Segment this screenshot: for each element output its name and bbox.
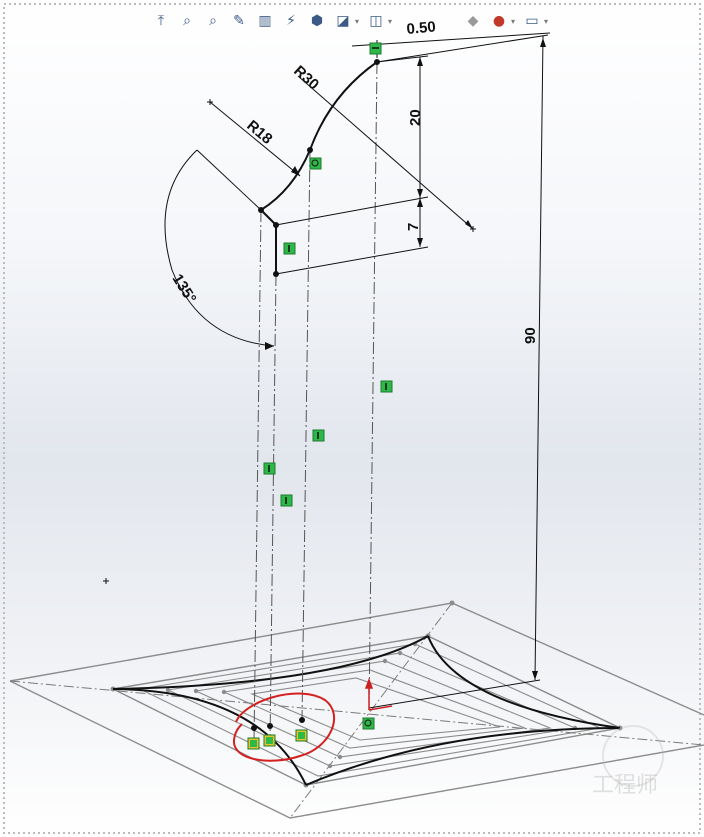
dimension-radius-small[interactable]: R18 <box>243 117 275 148</box>
heads-up-view-toolbar: ⤒ ⌕ ⌕ ✎ ▥ ⚡ ⬢ ◪ ▾ ◫ ▾ ◆ ● ▾ ▭ ▾ <box>150 8 550 34</box>
previous-view-icon[interactable]: ✎ <box>233 13 245 29</box>
plane-centerlines <box>9 602 704 819</box>
watermark-circle <box>602 725 664 787</box>
pierce-relation-icon <box>263 734 276 747</box>
view-settings-dropdown-icon[interactable]: ▾ <box>544 16 549 26</box>
horizontal-relation-icon <box>369 42 382 55</box>
profile-sketch <box>260 61 378 274</box>
pierce-relation-icon <box>247 737 260 750</box>
display-style-icon[interactable]: ◪ <box>336 13 350 29</box>
zoom-to-fit-icon[interactable]: ⌕ <box>183 13 191 29</box>
star-profile-curves <box>112 635 621 786</box>
view-orientation-icon[interactable]: ⤒ <box>157 13 165 29</box>
pierce-relation-icon <box>362 717 375 730</box>
watermark-logo: 工程师 <box>592 725 688 815</box>
plane-vertices <box>110 600 623 788</box>
scene-dropdown-icon[interactable]: ▾ <box>511 16 516 26</box>
vertical-relation-icon <box>263 462 276 475</box>
dimension-height-lower[interactable]: 7 <box>405 223 422 231</box>
dimension-radius-large[interactable]: R30 <box>290 62 322 93</box>
section-view-icon[interactable]: ▥ <box>258 13 272 29</box>
display-style-dropdown-icon[interactable]: ▾ <box>355 16 360 26</box>
origin-icon <box>364 677 393 711</box>
watermark-text: 工程师 <box>592 773 659 798</box>
vertical-construction-lines <box>253 61 378 743</box>
hide-show-dropdown-icon[interactable]: ▾ <box>388 16 393 26</box>
view-orientation-cube-icon[interactable]: ⬢ <box>310 13 324 29</box>
vertical-relation-icon <box>283 242 296 255</box>
dimension-angle[interactable]: 135° <box>169 271 200 306</box>
dimension-height-upper[interactable]: 20 <box>407 109 424 126</box>
tangent-relation-icon <box>309 157 322 170</box>
vertical-relation-icon <box>312 429 325 442</box>
dynamic-annotation-icon[interactable]: ⚡ <box>286 13 296 29</box>
dimension-height-total[interactable]: 90 <box>522 327 539 344</box>
dimension-arrows <box>265 38 546 680</box>
dimension-lines <box>164 32 551 709</box>
view-settings-icon[interactable]: ▭ <box>525 13 539 29</box>
pierce-relation-icon <box>295 729 308 742</box>
highlight-circle <box>232 692 336 762</box>
zoom-to-area-icon[interactable]: ⌕ <box>209 13 217 29</box>
crosshair-markers <box>103 99 476 584</box>
hide-show-items-icon[interactable]: ◫ <box>369 13 383 29</box>
vertical-relation-icon <box>380 380 393 393</box>
apply-scene-icon[interactable]: ● <box>492 13 506 29</box>
edit-appearance-icon[interactable]: ◆ <box>467 13 479 29</box>
relation-icons[interactable] <box>247 42 393 750</box>
dimension-thickness[interactable]: 0.50 <box>406 19 437 38</box>
vertical-relation-icon <box>280 494 293 507</box>
